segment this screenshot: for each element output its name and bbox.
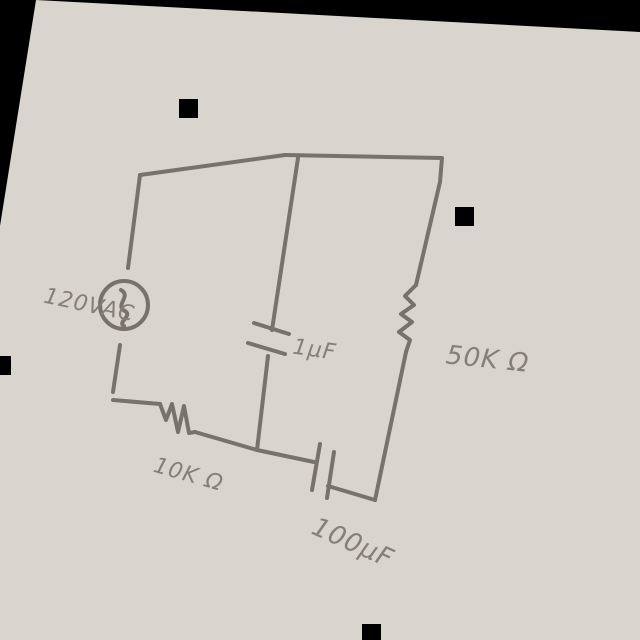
wire-right-upper [414, 180, 442, 287]
wire-top-left [138, 153, 287, 177]
capacitor-top-label: 1µF [291, 335, 338, 366]
black-speck [179, 99, 198, 118]
wire-middle-upper [270, 156, 300, 332]
resistor-bottom-icon [158, 402, 197, 435]
black-speck [455, 207, 474, 226]
black-speck [0, 356, 11, 375]
capacitor-middle-plate-bottom [246, 341, 287, 356]
black-speck [362, 624, 381, 640]
wire-bottom-left [111, 398, 162, 406]
capacitor-bottom-plate-right [325, 450, 336, 500]
wire-bottom-right [326, 484, 377, 502]
ac-source-icon [98, 279, 150, 331]
capacitor-bottom-plate-left [310, 442, 322, 492]
wire-top-right [283, 153, 444, 184]
wire-middle-lower [255, 354, 270, 452]
wire-left-lower [111, 343, 122, 394]
resistor-right-icon [397, 283, 418, 354]
wire-left-upper [126, 173, 142, 270]
capacitor-middle-plate-top [252, 321, 291, 336]
ac-wave-icon [119, 288, 130, 328]
wire-right-lower [373, 350, 408, 502]
wire-bottom-middle [193, 430, 316, 464]
